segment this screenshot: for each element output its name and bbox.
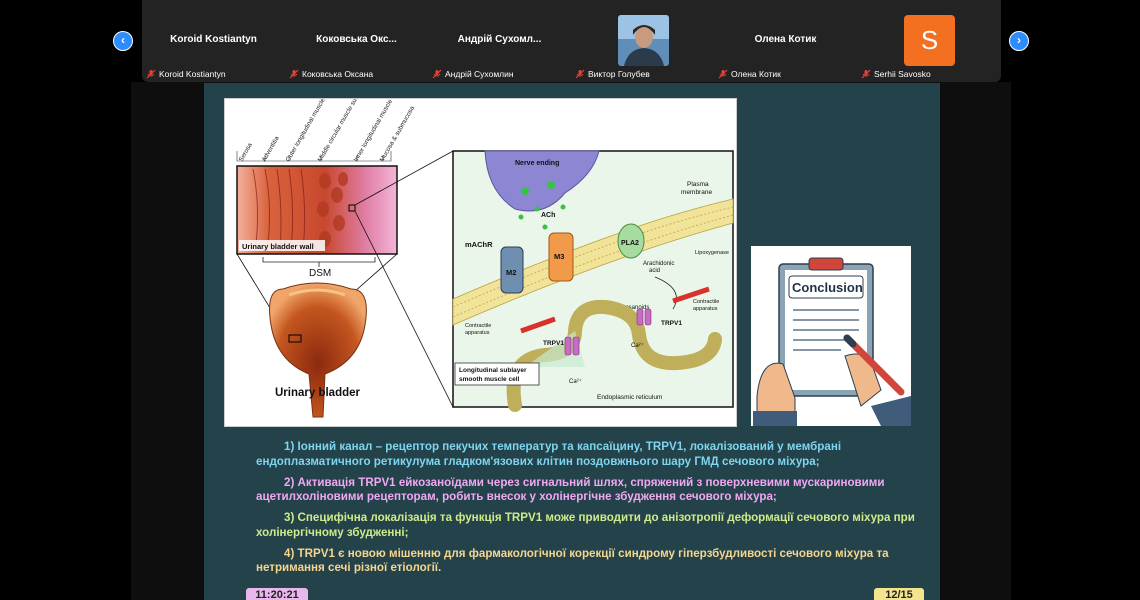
- participant-label-text: Виктор Голубев: [588, 69, 650, 79]
- calcium-label: Ca²⁺: [569, 378, 582, 385]
- muted-mic-icon: [289, 69, 299, 79]
- participant-name: Коковська Окс...: [316, 34, 397, 45]
- arachidonic-label: acid: [649, 268, 660, 274]
- participant-name: Андрій Сухомл...: [457, 34, 542, 45]
- participant-video-thumbnail[interactable]: [618, 15, 669, 66]
- muted-mic-icon: [861, 69, 871, 79]
- participant-tile[interactable]: Андрій Сухомл... Андрій Сухомлин: [428, 0, 571, 82]
- conclusion-illustration: Conclusion: [751, 246, 911, 427]
- contractile-label: Contractile: [693, 299, 719, 305]
- nerve-label: Nerve ending: [515, 160, 559, 167]
- slide-clock: 11:20:21: [246, 588, 308, 600]
- prev-page-button[interactable]: ‹: [113, 31, 133, 51]
- participant-tile[interactable]: Коковська Окс... Коковська Оксана: [285, 0, 428, 82]
- clipboard-icon: Conclusion: [753, 257, 911, 427]
- participant-label-text: Koroid Kostiantyn: [159, 69, 226, 79]
- participant-label: Serhii Savosko: [861, 68, 931, 80]
- m3-label: M3: [554, 252, 564, 261]
- bladder-diagram-figure: Serosa Adventitia Outer longitudinal mus…: [236, 74, 734, 418]
- participant-label-text: Serhii Savosko: [874, 69, 931, 79]
- layer-label: Outer longitudinal muscle sublayer: [285, 99, 341, 163]
- ach-label: ACh: [541, 212, 555, 219]
- er-label: Endoplasmic reticulum: [597, 394, 662, 401]
- bladder-diagram: Serosa Adventitia Outer longitudinal mus…: [224, 74, 737, 427]
- bullet-item: 2) Активація TRPV1 ейкозаноїдами через с…: [256, 475, 885, 504]
- screen-share-area: Serosa Adventitia Outer longitudinal mus…: [131, 74, 1011, 600]
- participant-name: Koroid Kostiantyn: [170, 34, 257, 45]
- next-page-button[interactable]: ›: [1009, 31, 1029, 51]
- participant-strip: Koroid Kostiantyn Koroid Kostiantyn Коко…: [142, 0, 1001, 82]
- trpv1-label: TRPV1: [543, 340, 564, 347]
- conclusion-title: Conclusion: [792, 280, 863, 295]
- cell-inset-diagram: Nerve ending ACh Plasma membrane mAChR M…: [452, 150, 734, 412]
- participant-label-text: Андрій Сухомлин: [445, 69, 514, 79]
- machr-label: mAChR: [465, 240, 493, 249]
- eicosanoids-label: Eicosanoids: [617, 305, 649, 311]
- calcium-label: Ca²⁺: [631, 342, 644, 349]
- participant-tile[interactable]: Koroid Kostiantyn Koroid Kostiantyn: [142, 0, 285, 82]
- cell-label: Longitudinal sublayer: [459, 367, 527, 374]
- lipoxygenase-label: Lipoxygenase: [695, 250, 729, 256]
- bullet-item: 4) TRPV1 є новою мішенню для фармакологі…: [256, 546, 889, 575]
- participant-avatar[interactable]: S: [904, 15, 955, 66]
- participant-label-text: Олена Котик: [731, 69, 781, 79]
- bullet-item: 3) Специфічна локалізація та функція TRP…: [256, 511, 915, 539]
- membrane-label: Plasma: [687, 181, 709, 188]
- arachidonic-label: Arachidonic: [643, 261, 674, 267]
- slide-page-counter: 12/15: [874, 588, 924, 600]
- dsm-label: DSM: [309, 268, 331, 279]
- muted-mic-icon: [575, 69, 585, 79]
- participant-label: Андрій Сухомлин: [432, 68, 514, 80]
- contractile-label: Contractile: [465, 323, 491, 329]
- person-video-icon: [618, 15, 669, 66]
- muted-mic-icon: [718, 69, 728, 79]
- bladder-label: Urinary bladder: [275, 387, 361, 399]
- cell-label: smooth muscle cell: [459, 376, 520, 383]
- membrane-label: membrane: [681, 189, 712, 196]
- participant-label-text: Коковська Оксана: [302, 69, 374, 79]
- pla2-label: PLA2: [621, 240, 639, 247]
- muted-mic-icon: [432, 69, 442, 79]
- participant-tile[interactable]: Олена Котик Олена Котик: [714, 0, 857, 82]
- conclusion-bullet-list: 1) Іонний канал – рецептор пекучих темпе…: [256, 440, 916, 582]
- bullet-item: 1) Іонний канал – рецептор пекучих темпе…: [256, 440, 842, 468]
- layer-label: Serosa: [238, 142, 254, 163]
- trpv1-label: TRPV1: [661, 320, 682, 327]
- layer-label: Adventitia: [261, 135, 281, 163]
- contractile-label: apparatus: [465, 330, 490, 336]
- participant-tile[interactable]: Serhii Savosko: [857, 0, 1000, 82]
- m2-label: M2: [506, 268, 516, 277]
- contractile-label: apparatus: [693, 306, 718, 312]
- participant-label: Koroid Kostiantyn: [146, 68, 226, 80]
- participant-name: Олена Котик: [754, 34, 817, 45]
- wall-label: Urinary bladder wall: [242, 242, 314, 251]
- participant-tile[interactable]: Виктор Голубев: [571, 0, 714, 82]
- participant-label: Виктор Голубев: [575, 68, 650, 80]
- muted-mic-icon: [146, 69, 156, 79]
- presentation-slide: Serosa Adventitia Outer longitudinal mus…: [204, 74, 940, 600]
- participant-label: Коковська Оксана: [289, 68, 373, 80]
- participant-label: Олена Котик: [718, 68, 781, 80]
